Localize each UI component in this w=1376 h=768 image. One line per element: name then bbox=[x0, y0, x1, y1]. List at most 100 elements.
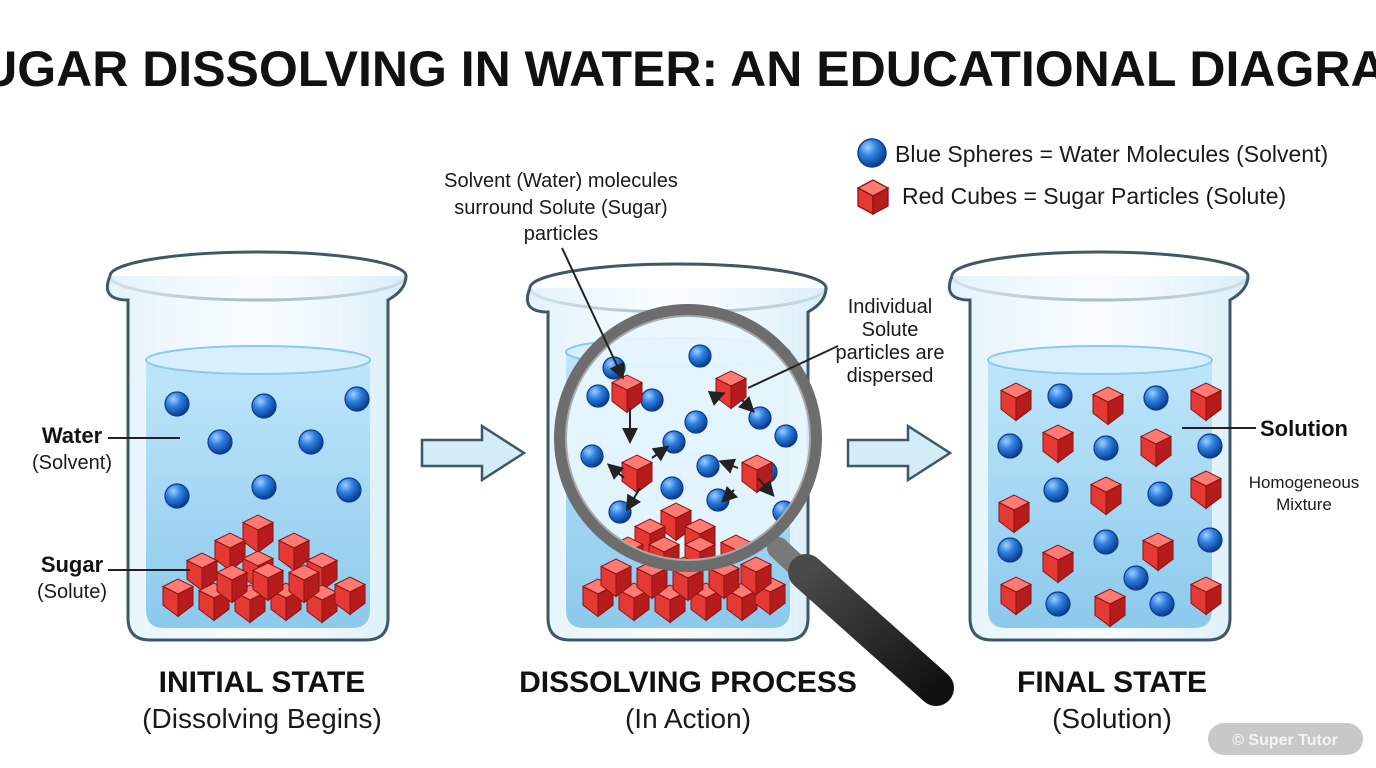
water-molecule-icon bbox=[1147, 481, 1173, 507]
sugar-cube-icon bbox=[161, 578, 195, 618]
final-state-title: FINAL STATE bbox=[1017, 666, 1207, 699]
water-molecule-icon bbox=[1123, 565, 1149, 591]
motion-arrow bbox=[737, 395, 755, 413]
initial-state-title: INITIAL STATE bbox=[159, 666, 366, 699]
water-molecule-icon bbox=[336, 477, 362, 503]
lens-motion-arrows bbox=[606, 391, 775, 512]
beaker-initial bbox=[105, 250, 408, 642]
callout-surround-line-2: surround Solute (Sugar) bbox=[454, 197, 667, 219]
magnifying-glass-icon bbox=[554, 304, 954, 706]
motion-arrow bbox=[721, 485, 739, 503]
motion-arrow bbox=[606, 463, 625, 480]
initial-state-subtitle: (Dissolving Begins) bbox=[142, 703, 382, 734]
sugar-cube-icon bbox=[1189, 382, 1223, 422]
water-molecule-icon bbox=[662, 430, 686, 454]
water-molecule-icon bbox=[1043, 477, 1069, 503]
sugar-cube-icon bbox=[1091, 386, 1125, 426]
sugar-cube-icon bbox=[581, 578, 615, 618]
water-molecule-icon bbox=[251, 474, 277, 500]
arrow-right-icon bbox=[420, 423, 527, 483]
callout-dispersed-line-1: Individual bbox=[848, 296, 933, 318]
sugar-cube-icon bbox=[287, 564, 321, 604]
water-molecule-icon bbox=[706, 488, 730, 512]
sugar-cube-icon bbox=[251, 562, 285, 602]
callout-dispersed: Individual Solute particles are disperse… bbox=[747, 296, 945, 389]
sugar-label: Sugar bbox=[41, 552, 104, 577]
callout-surround-line-3: particles bbox=[524, 223, 598, 245]
page-title: SUGAR DISSOLVING IN WATER: AN EDUCATIONA… bbox=[0, 41, 1376, 97]
water-molecule-icon bbox=[1197, 527, 1223, 553]
arrow-right-icon-2 bbox=[846, 423, 953, 483]
sugar-cube-icon bbox=[707, 560, 741, 600]
motion-arrow bbox=[625, 487, 642, 512]
motion-arrow bbox=[718, 458, 739, 474]
sugar-cube-icon bbox=[997, 494, 1031, 534]
homogeneous-label-line-1: Homogeneous bbox=[1249, 473, 1360, 492]
legend-sugar-cube-icon bbox=[856, 179, 890, 216]
sugar-cube-icon bbox=[599, 558, 633, 598]
water-molecule-icon bbox=[251, 393, 277, 419]
watermark-text: © Super Tutor bbox=[1232, 732, 1338, 749]
homogeneous-label-line-2: Mixture bbox=[1276, 495, 1332, 514]
water-molecule-icon bbox=[580, 444, 604, 468]
sugar-cube-icon bbox=[999, 382, 1033, 422]
sugar-cube-icon bbox=[1141, 532, 1175, 572]
water-molecule-icon bbox=[608, 500, 632, 524]
sugar-cube-icon bbox=[1189, 470, 1223, 510]
legend-sugar-text: Red Cubes = Sugar Particles (Solute) bbox=[902, 183, 1286, 209]
water-molecule-icon bbox=[696, 454, 720, 478]
callout-dispersed-line-4: dispersed bbox=[847, 365, 934, 387]
sugar-cube-icon bbox=[1093, 588, 1127, 628]
sugar-sub-label: (Solute) bbox=[37, 581, 107, 603]
initial-sugar-pile bbox=[161, 514, 367, 624]
water-molecule-icon bbox=[688, 344, 712, 368]
beaker-final bbox=[947, 250, 1250, 642]
initial-water-molecules bbox=[164, 386, 370, 509]
water-molecule-icon bbox=[1197, 433, 1223, 459]
final-state-subtitle: (Solution) bbox=[1052, 703, 1172, 734]
water-molecule-icon bbox=[1047, 383, 1073, 409]
sugar-cube-icon bbox=[714, 370, 748, 410]
water-molecule-icon bbox=[997, 537, 1023, 563]
callout-dispersed-line-2: Solute bbox=[862, 319, 919, 341]
final-solution-particles bbox=[997, 382, 1223, 628]
sugar-cube-icon bbox=[333, 576, 367, 616]
water-label: Water bbox=[42, 423, 103, 448]
motion-arrow bbox=[707, 391, 726, 406]
sugar-cube-icon bbox=[213, 532, 247, 572]
water-molecule-icon bbox=[640, 388, 664, 412]
water-molecule-icon bbox=[1093, 529, 1119, 555]
sugar-cube-icon bbox=[215, 564, 249, 604]
solution-label: Solution bbox=[1260, 416, 1348, 441]
callout-surround: Solvent (Water) molecules surround Solut… bbox=[444, 170, 678, 380]
sugar-cube-icon bbox=[241, 514, 275, 554]
motion-arrow bbox=[757, 477, 775, 498]
process-state-subtitle: (In Action) bbox=[625, 703, 751, 734]
sugar-cube-icon bbox=[1139, 428, 1173, 468]
water-molecule-icon bbox=[586, 384, 610, 408]
legend: Blue Spheres = Water Molecules (Solvent)… bbox=[856, 138, 1328, 216]
water-molecule-icon bbox=[1093, 435, 1119, 461]
water-molecule-icon bbox=[1149, 591, 1175, 617]
sugar-cube-icon bbox=[740, 454, 774, 494]
water-molecule-icon bbox=[684, 410, 708, 434]
callout-surround-line-1: Solvent (Water) molecules bbox=[444, 170, 678, 192]
water-molecule-icon bbox=[1143, 385, 1169, 411]
water-molecule-icon bbox=[164, 483, 190, 509]
sugar-cube-icon bbox=[1089, 476, 1123, 516]
legend-water-sphere-icon bbox=[857, 138, 887, 168]
callout-dispersed-line-3: particles are bbox=[836, 342, 945, 364]
sugar-cube-icon bbox=[1041, 424, 1075, 464]
sugar-cube-icon bbox=[659, 502, 693, 542]
motion-arrow bbox=[651, 445, 670, 462]
water-molecule-icon bbox=[660, 476, 684, 500]
water-molecule-icon bbox=[344, 386, 370, 412]
water-molecule-icon bbox=[298, 429, 324, 455]
sugar-cube-icon bbox=[999, 576, 1033, 616]
sugar-cube-icon bbox=[185, 552, 219, 592]
water-molecule-icon bbox=[1045, 591, 1071, 617]
process-sugar-pile bbox=[581, 556, 787, 624]
process-state-title: DISSOLVING PROCESS bbox=[519, 666, 857, 699]
sugar-cube-icon bbox=[1041, 544, 1075, 584]
